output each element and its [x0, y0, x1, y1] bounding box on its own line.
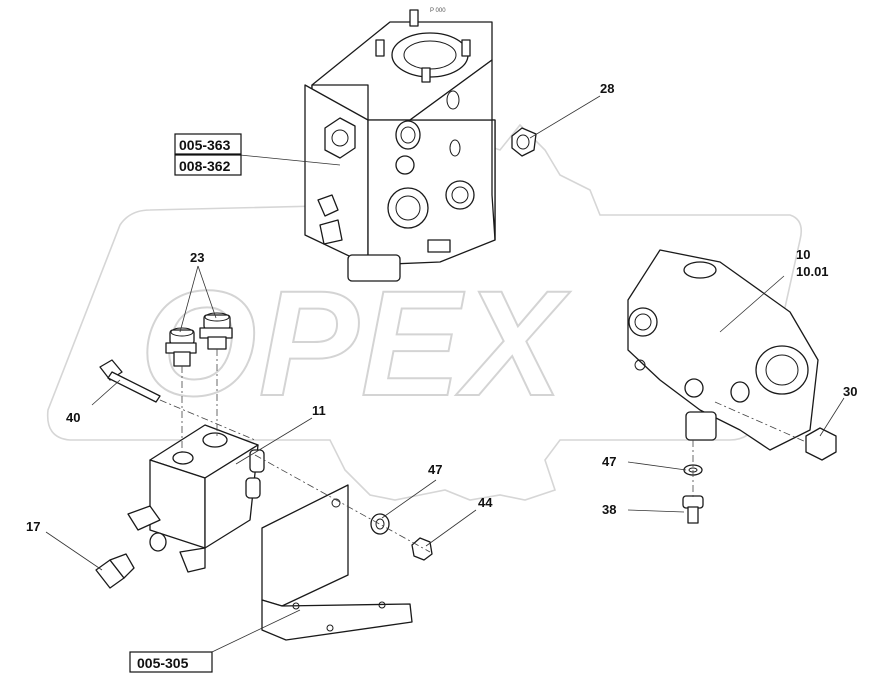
bolt-40 — [99, 359, 161, 403]
plug-28 — [511, 127, 537, 157]
reference-008-362[interactable]: 008-362 — [179, 158, 231, 174]
plug-30 — [805, 427, 837, 461]
callout-44: 44 — [478, 495, 493, 510]
nut-44 — [411, 537, 433, 561]
main-valve-block — [304, 9, 496, 282]
ref-box-005-363 — [174, 133, 242, 155]
reference-005-305[interactable]: 005-305 — [137, 655, 189, 671]
callout-38: 38 — [602, 502, 616, 517]
watermark-gear — [46, 123, 803, 501]
washer-47 — [370, 513, 390, 535]
callout-28: 28 — [600, 81, 614, 96]
ref-box-005-305 — [129, 651, 213, 673]
reference-005-363[interactable]: 005-363 — [179, 137, 231, 153]
valve-11 — [127, 424, 265, 573]
callout-40: 40 — [66, 410, 80, 425]
callout-10: 10 — [796, 247, 810, 262]
fittings-23 — [165, 312, 233, 367]
valve-body-10 — [627, 249, 819, 451]
callout-11: 11 — [312, 403, 326, 418]
callout-47-valve: 47 — [602, 454, 616, 469]
fitting-17 — [95, 553, 135, 589]
callout-30: 30 — [843, 384, 857, 399]
callout-17: 17 — [26, 519, 40, 534]
callout-10-01: 10.01 — [796, 264, 829, 279]
header-code: P 000 — [430, 8, 446, 14]
assembly-lines — [159, 349, 807, 553]
callout-23: 23 — [190, 250, 204, 265]
bracket-005-305 — [261, 484, 413, 641]
callout-47-washer: 47 — [428, 462, 442, 477]
ref-box-008-362 — [174, 154, 242, 176]
leader-lines — [45, 95, 845, 653]
bolt-38 — [682, 495, 704, 524]
